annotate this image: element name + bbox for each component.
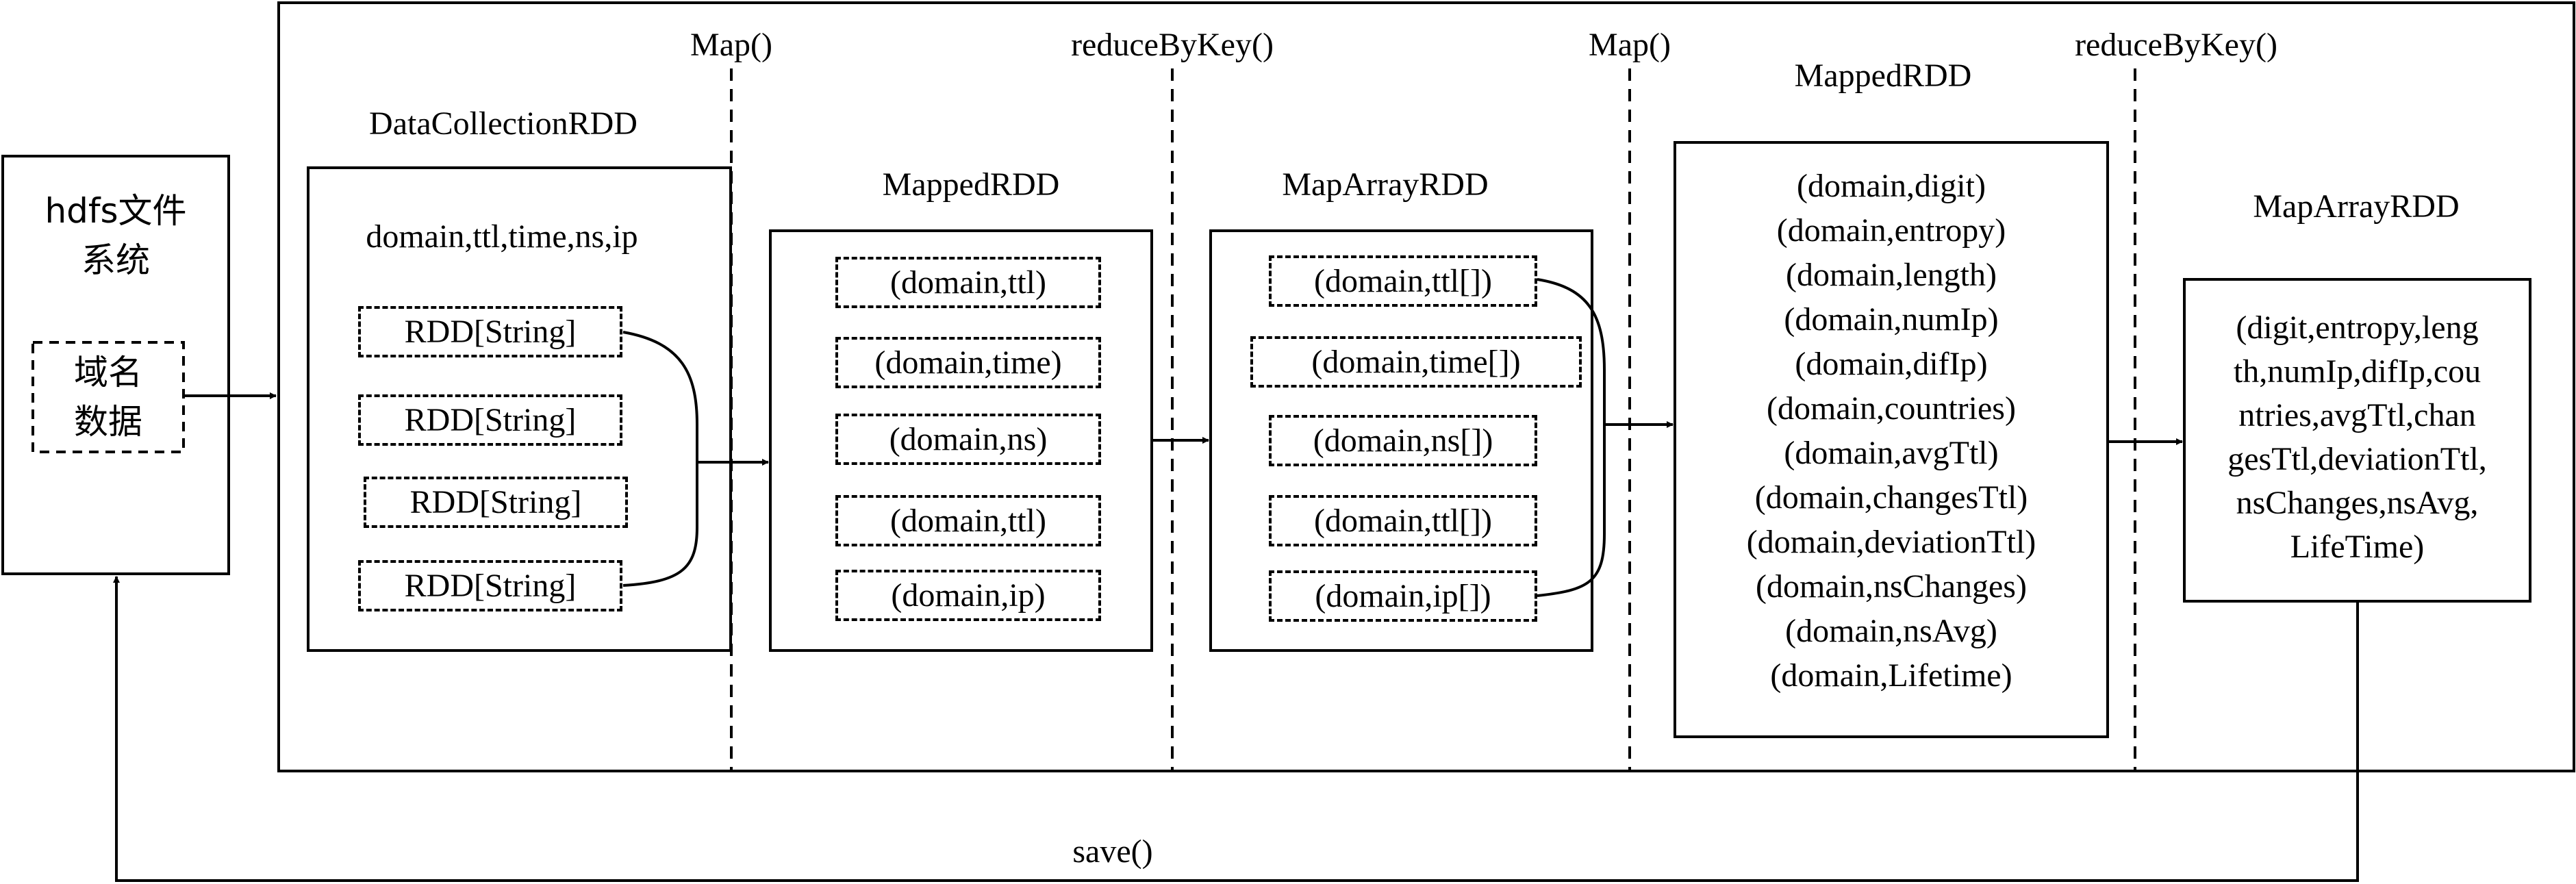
mapped-rdd-2-item: (domain,changesTtl) — [1754, 479, 2028, 516]
stage-label-map-2: Map() — [1589, 27, 1671, 63]
partition-bracket — [622, 331, 698, 587]
mapped-rdd-2-item: (domain,nsAvg) — [1785, 613, 1997, 649]
mapped-rdd-1-item-5: (domain,ip) — [835, 570, 1101, 621]
mapped-rdd-2-item: (domain,numIp) — [1784, 301, 1999, 338]
mapped-rdd-1-item-4: (domain,ttl) — [835, 495, 1101, 546]
stage-label-reduce-2: reduceByKey() — [2075, 27, 2277, 63]
map-array-rdd-2-title: MapArrayRDD — [2253, 188, 2460, 225]
mapped-rdd-2-item: (domain,Lifetime) — [1770, 657, 2012, 694]
mapped-rdd-2-box — [1674, 141, 2109, 738]
hdfs-title-line-1: hdfs文件 — [45, 191, 187, 231]
mapped-rdd-1-item-2: (domain,time) — [835, 337, 1101, 388]
data-collection-rdd-box — [307, 166, 732, 652]
map-array-rdd-1-item-4: (domain,ttl[]) — [1269, 495, 1537, 546]
rdd-partition-3: RDD[String] — [364, 477, 628, 528]
stage-label-reduce-1: reduceByKey() — [1071, 27, 1274, 63]
mapped-rdd-1-item-3: (domain,ns) — [835, 414, 1101, 465]
map-array-rdd-2-line: th,numIp,difIp,cou — [2233, 353, 2482, 390]
mapped-rdd-1-title: MappedRDD — [882, 166, 1060, 203]
rdd-partition-2: RDD[String] — [358, 394, 622, 446]
mapped-rdd-2-item: (domain,length) — [1786, 257, 1997, 293]
rdd-partition-1: RDD[String] — [358, 306, 622, 357]
map-array-rdd-2-line: ntries,avgTtl,chan — [2238, 397, 2476, 433]
array-bracket — [1537, 278, 1606, 597]
map-array-rdd-1-title: MapArrayRDD — [1282, 166, 1489, 203]
mapped-rdd-1-item-1: (domain,ttl) — [835, 257, 1101, 308]
hdfs-box — [1, 155, 230, 575]
hdfs-title: hdfs文件 系统 — [3, 186, 229, 285]
stage-label-map-1: Map() — [690, 27, 772, 63]
map-array-rdd-2-line: LifeTime) — [2290, 529, 2425, 565]
map-array-rdd-1-box — [1209, 229, 1593, 652]
mapped-rdd-2-list: (domain,digit) (domain,entropy) (domain,… — [1675, 164, 2108, 698]
domain-data-line-2: 数据 — [74, 402, 142, 442]
rdd-partition-4: RDD[String] — [358, 560, 622, 611]
map-array-rdd-1-item-1: (domain,ttl[]) — [1269, 255, 1537, 307]
domain-data-line-1: 域名 — [74, 353, 142, 392]
mapped-rdd-2-title: MappedRDD — [1794, 58, 1972, 94]
mapped-rdd-2-item: (domain,avgTtl) — [1784, 435, 1999, 471]
hdfs-title-line-2: 系统 — [81, 240, 150, 280]
mapped-rdd-2-item: (domain,nsChanges) — [1756, 568, 2027, 605]
mapped-rdd-2-item: (domain,countries) — [1767, 390, 2016, 427]
map-array-rdd-1-item-3: (domain,ns[]) — [1269, 415, 1537, 466]
mapped-rdd-2-item: (domain,entropy) — [1776, 212, 2006, 249]
data-collection-fields: domain,ttl,time,ns,ip — [366, 218, 638, 255]
map-array-rdd-2-line: gesTtl,deviationTtl, — [2227, 441, 2487, 477]
map-array-rdd-1-item-2: (domain,time[]) — [1250, 336, 1582, 388]
map-array-rdd-2-line: (digit,entropy,leng — [2236, 310, 2479, 346]
mapped-rdd-2-item: (domain,deviationTtl) — [1746, 524, 2036, 560]
save-return-path — [113, 576, 2359, 882]
mapped-rdd-2-item: (domain,difIp) — [1795, 346, 1988, 382]
map-array-rdd-2-line: nsChanges,nsAvg, — [2236, 485, 2479, 521]
save-label: save() — [1072, 833, 1153, 870]
domain-data-label: 域名 数据 — [33, 348, 184, 446]
data-collection-rdd-title: DataCollectionRDD — [369, 105, 637, 142]
mapped-rdd-2-item: (domain,digit) — [1797, 168, 1986, 204]
spark-container — [277, 1, 2575, 772]
map-array-rdd-1-item-5: (domain,ip[]) — [1269, 570, 1537, 622]
map-array-rdd-2-content: (digit,entropy,leng th,numIp,difIp,cou n… — [2184, 306, 2530, 569]
